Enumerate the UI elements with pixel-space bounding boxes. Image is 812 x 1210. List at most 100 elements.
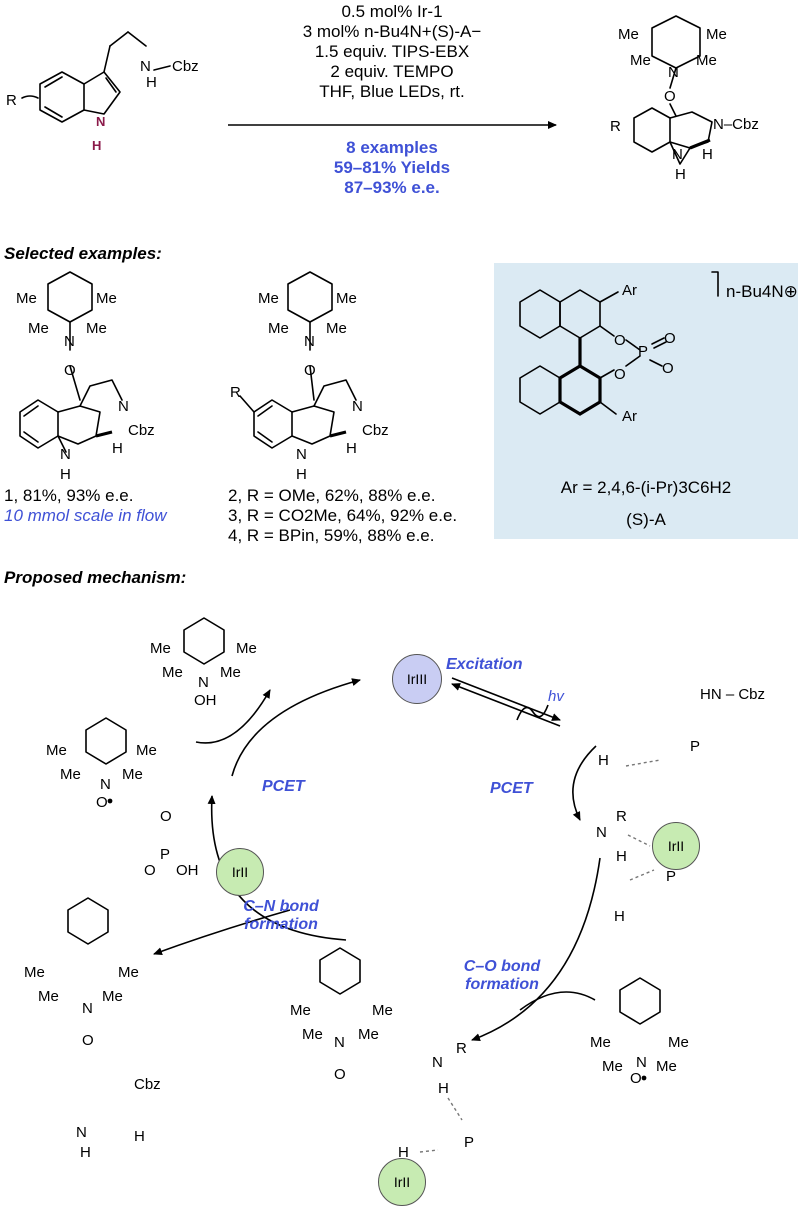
example-2-result: 2, R = OMe, 62%, 88% e.e. [228, 486, 436, 505]
trp-hn-cbz: HN – Cbz [700, 686, 766, 703]
catalyst-panel [494, 263, 798, 539]
ex1-n2-label: N [118, 398, 129, 415]
yields-range: 59–81% Yields [333, 158, 451, 177]
bint-me-3: Me [302, 1026, 323, 1043]
bint-me-2: Me [372, 1002, 393, 1019]
cat-ar-definition: Ar = 2,4,6-(i-Pr)3C6H2 [560, 478, 732, 497]
product-ncbz-label: N–Cbz [713, 116, 759, 133]
tempo-left-me-3: Me [60, 766, 81, 783]
bint-r: R [456, 1040, 467, 1057]
ir2-label-right: IrII [667, 838, 685, 854]
bl-h: H [134, 1128, 145, 1145]
ex2-h2-label: H [296, 466, 307, 483]
example-1-structure [19, 271, 123, 453]
trp-h: H [598, 752, 609, 769]
ex2-me-1: Me [258, 290, 279, 307]
bint-h1: H [438, 1080, 449, 1097]
ex2-n2-label: N [352, 398, 363, 415]
mechanism-heading: Proposed mechanism: [4, 568, 187, 587]
acid-o-left: O [144, 862, 156, 879]
product-me-3: Me [630, 52, 651, 69]
tempo-left-me-1: Me [46, 742, 67, 759]
condition-tips-ebx: 1.5 equiv. TIPS-EBX [314, 42, 470, 61]
ex1-cbz-label: Cbz [128, 422, 155, 439]
int-r: R [616, 808, 627, 825]
tempo-br-me-4: Me [656, 1058, 677, 1075]
selected-examples-heading: Selected examples: [4, 244, 162, 263]
product-me-1: Me [618, 26, 639, 43]
tempoh-me-2: Me [236, 640, 257, 657]
bint-o: O [334, 1066, 346, 1083]
ex1-h2-label: H [60, 466, 71, 483]
cat-name: (S)-A [626, 510, 666, 529]
tempo-left-me-4: Me [122, 766, 143, 783]
tempo-left-o: O [96, 794, 108, 811]
condition-catalyst: 0.5 mol% Ir-1 [341, 2, 443, 21]
cn-bond-label: C–N bond formation [243, 898, 319, 934]
example-4-result: 4, R = BPin, 59%, 88% e.e. [228, 526, 435, 545]
ex1-h-label: H [112, 440, 123, 457]
trp-p: P [690, 738, 701, 755]
bint-n: N [334, 1034, 345, 1051]
bl-h2: H [80, 1144, 91, 1161]
acid-oh: OH [176, 862, 199, 879]
tempo-left-me-2: Me [136, 742, 157, 759]
ex1-n-label: N [64, 333, 75, 350]
ex1-me-4: Me [86, 320, 107, 337]
tempo-br-me-3: Me [602, 1058, 623, 1075]
ex1-me-2: Me [96, 290, 117, 307]
ir3-label: IrIII [406, 671, 428, 687]
ex1-nh-label: N [60, 446, 71, 463]
ir3-catalyst: IrIII [392, 654, 442, 704]
ex2-me-2: Me [336, 290, 357, 307]
ir2-catalyst-bottom: IrII [378, 1158, 426, 1206]
ir2-label-left: IrII [231, 864, 249, 880]
tempoh-me-1: Me [150, 640, 171, 657]
h-bond-4 [447, 1097, 463, 1121]
example-3-result: 3, R = CO2Me, 64%, 92% e.e. [228, 506, 458, 525]
example-1-result: 1, 81%, 93% e.e. [4, 486, 134, 505]
product-nh-label: N [672, 146, 683, 163]
sm-nh-label: N [140, 58, 151, 75]
bl-nh: N [76, 1124, 87, 1141]
tempoh-n-label: N [198, 674, 209, 691]
int-p: P [666, 868, 677, 885]
ex2-r-label: R [230, 384, 241, 401]
starting-indole-structure: H N [21, 31, 171, 153]
acid-o-top: O [160, 808, 172, 825]
hv-label: hv [548, 688, 564, 705]
example-2-structure [239, 271, 357, 449]
tempoh-me-4: Me [220, 664, 241, 681]
condition-tempo: 2 equiv. TEMPO [330, 62, 454, 81]
cat-ar-bottom: Ar [622, 408, 637, 425]
ex2-me-3: Me [268, 320, 289, 337]
tempoh-oh-label: OH [194, 692, 217, 709]
bl-me-4: Me [102, 988, 123, 1005]
int-n: N [596, 824, 607, 841]
acid-p: P [160, 846, 171, 863]
product-n-label: N [668, 64, 679, 81]
bl-me-2: Me [118, 964, 139, 981]
cat-counterion: n-Bu4N⊕ [726, 282, 798, 301]
tempo-left-n: N [100, 776, 111, 793]
bint-me-4: Me [358, 1026, 379, 1043]
sm-h-label: H [146, 74, 157, 91]
h-bond-2 [627, 834, 651, 847]
product-h-label: H [702, 146, 713, 163]
bint-nh: N [432, 1054, 443, 1071]
product-structure [633, 15, 713, 165]
excitation-label: Excitation [446, 656, 523, 673]
ir2-catalyst-left: IrII [216, 848, 264, 896]
bl-me-3: Me [38, 988, 59, 1005]
indole-n-label: N [96, 114, 105, 129]
condition-solvent: THF, Blue LEDs, rt. [319, 82, 465, 101]
cat-o-3: O [662, 360, 674, 377]
tempo-br-o: O [630, 1070, 642, 1087]
ex2-cbz-label: Cbz [362, 422, 389, 439]
tempo-br-me-1: Me [590, 1034, 611, 1051]
ex2-h-label: H [346, 440, 357, 457]
ex1-me-3: Me [28, 320, 49, 337]
ex2-o-label: O [304, 362, 316, 379]
